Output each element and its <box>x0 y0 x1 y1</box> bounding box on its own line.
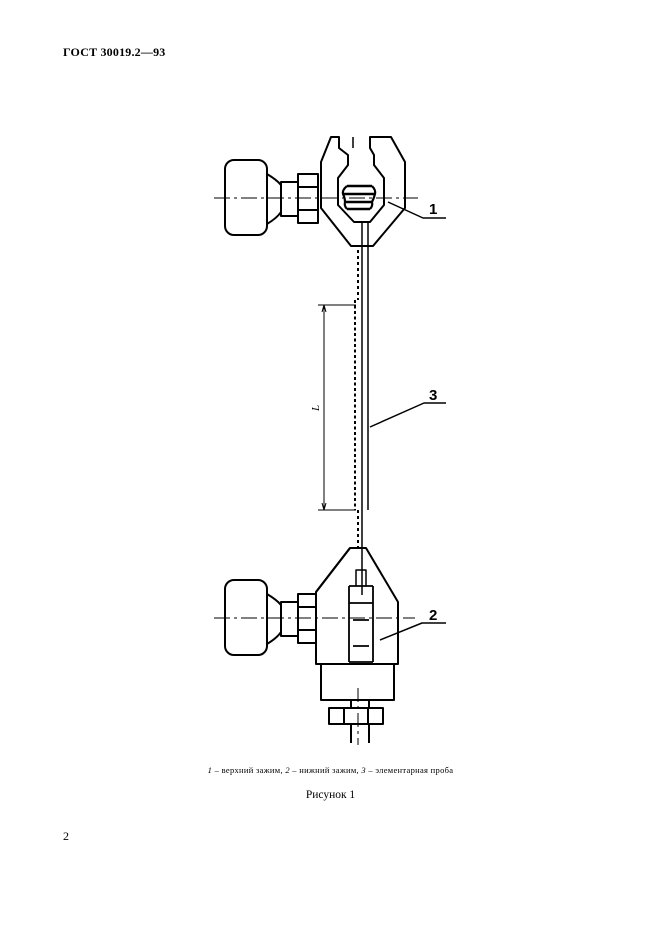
legend-text-1: – верхний зажим, <box>212 765 286 775</box>
lower-clamp <box>214 547 446 745</box>
length-label: L <box>310 405 322 412</box>
page-number: 2 <box>63 829 69 843</box>
legend-text-2: – нижний зажим, <box>289 765 362 775</box>
legend-num-2: 2 <box>285 765 290 775</box>
legend-text-3: – элементарная проба <box>365 765 454 775</box>
legend-num-1: 1 <box>207 765 213 775</box>
figure-title: Рисунок 1 <box>305 789 356 801</box>
figure-legend: 1 – верхний зажим, 2 – нижний зажим, 3 –… <box>0 765 661 775</box>
upper-clamp <box>214 136 446 247</box>
legend-num-3: 3 <box>361 765 366 775</box>
callout-2: 2 <box>429 607 437 624</box>
callout-1: 1 <box>429 201 437 218</box>
specimen <box>318 222 446 595</box>
document-code: ГОСТ 30019.2—93 <box>63 45 166 59</box>
callout-3: 3 <box>429 387 437 404</box>
